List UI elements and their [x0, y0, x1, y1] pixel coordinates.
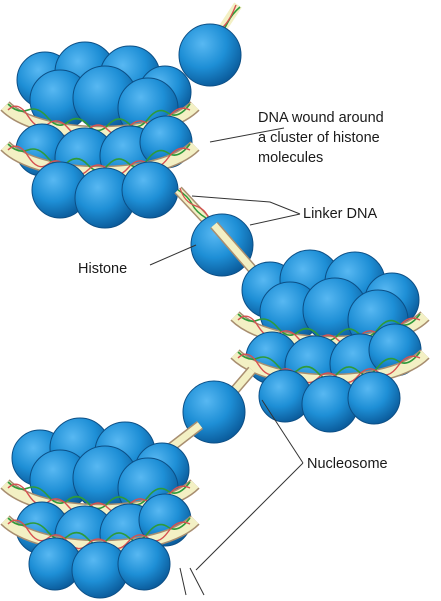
label-dna-wound-line2: a cluster of histone [258, 130, 380, 146]
histone-top [179, 24, 241, 86]
label-dna-wound-line3: molecules [258, 150, 323, 166]
nucleosome-top [5, 42, 195, 228]
histone-middle [191, 214, 260, 278]
nucleosome-middle [235, 250, 425, 432]
nucleosome-bottom [5, 418, 195, 598]
linker-dna-end [180, 568, 204, 595]
histone-lower [165, 381, 245, 452]
label-dna-wound-line1: DNA wound around [258, 110, 384, 126]
label-linker-dna: Linker DNA [303, 206, 377, 222]
label-histone: Histone [78, 261, 127, 277]
label-nucleosome: Nucleosome [307, 456, 388, 472]
